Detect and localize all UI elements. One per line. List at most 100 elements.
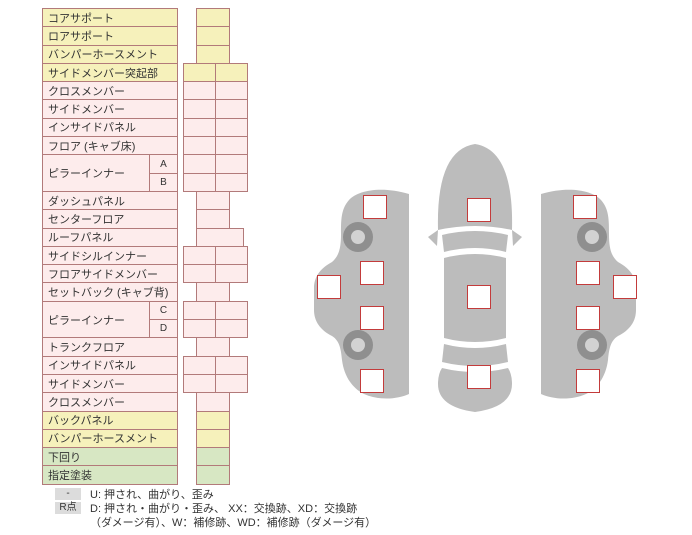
- part-label: ピラーインナー: [42, 300, 150, 339]
- damage-cell-area: [178, 117, 302, 138]
- damage-entry-cell[interactable]: [196, 337, 230, 357]
- checkpoint-left-lower-mid[interactable]: [360, 306, 384, 330]
- right-mirror-icon: [512, 230, 522, 246]
- damage-entry-cell[interactable]: [183, 81, 216, 101]
- legend-badge-dash: -: [55, 488, 81, 500]
- checkpoint-top-roof[interactable]: [467, 285, 491, 309]
- legend-text-u: U: 押され、曲がり、歪み: [90, 489, 214, 501]
- parts-row: トランクフロア: [42, 337, 302, 357]
- vehicle-diagram: [300, 135, 652, 425]
- checkpoint-left-upper-mid[interactable]: [360, 261, 384, 285]
- part-sub-label: A: [149, 154, 178, 174]
- damage-entry-cell[interactable]: [215, 264, 248, 284]
- damage-entry-cell[interactable]: [183, 264, 216, 284]
- checkpoint-right-top[interactable]: [573, 195, 597, 219]
- damage-entry-cell[interactable]: [196, 392, 230, 412]
- parts-row: セットバック (キャブ背): [42, 282, 302, 302]
- damage-entry-cell[interactable]: [196, 44, 230, 64]
- part-label: サイドメンバー: [42, 99, 178, 119]
- part-label: インサイドパネル: [42, 355, 178, 375]
- damage-entry-cell[interactable]: [183, 355, 216, 375]
- parts-row: フロア (キャブ床): [42, 136, 302, 156]
- checkpoint-right-lower-mid[interactable]: [576, 306, 600, 330]
- damage-entry-cell[interactable]: [196, 465, 230, 485]
- damage-entry-cell[interactable]: [215, 319, 248, 339]
- damage-entry-cell[interactable]: [196, 8, 230, 28]
- legend-badge-rpoint: R点: [55, 502, 81, 514]
- checkpoint-top-hood[interactable]: [467, 198, 491, 222]
- damage-entry-cell[interactable]: [183, 117, 216, 138]
- damage-entry-cell[interactable]: [183, 300, 216, 321]
- part-label: 指定塗装: [42, 465, 178, 485]
- parts-row: バックパネル: [42, 410, 302, 430]
- damage-cell-block: [196, 282, 230, 302]
- front-wheel-icon: [343, 222, 373, 252]
- damage-entry-cell[interactable]: [183, 62, 216, 83]
- damage-entry-cell[interactable]: [196, 26, 230, 46]
- parts-row: インサイドパネル: [42, 355, 302, 375]
- damage-entry-cell[interactable]: [183, 172, 216, 192]
- parts-row: 下回り: [42, 447, 302, 467]
- part-label: サイドメンバー突起部: [42, 62, 178, 83]
- checkpoint-right-outer[interactable]: [613, 275, 637, 299]
- parts-row: バンパーホースメント: [42, 44, 302, 64]
- damage-entry-cell[interactable]: [183, 136, 216, 156]
- part-label: センターフロア: [42, 209, 178, 229]
- damage-entry-cell[interactable]: [215, 245, 248, 266]
- parts-row: クロスメンバー: [42, 392, 302, 412]
- damage-cell-area: [178, 62, 302, 83]
- part-label: ピラーインナー: [42, 154, 150, 192]
- car-rear-window: [442, 344, 508, 366]
- damage-entry-cell[interactable]: [215, 355, 248, 375]
- part-label: バックパネル: [42, 410, 178, 430]
- car-hood: [437, 144, 513, 230]
- damage-code-legend: - U: 押され、曲がり、歪み R点 D: 押され・曲がり・歪み、 XX：交換跡…: [55, 487, 376, 529]
- damage-entry-cell[interactable]: [183, 319, 216, 339]
- damage-cell-block: [183, 319, 248, 339]
- parts-row: コアサポート: [42, 8, 302, 28]
- damage-entry-cell[interactable]: [215, 62, 248, 83]
- part-label: セットバック (キャブ背): [42, 282, 178, 302]
- legend-row: R点 D: 押され・曲がり・歪み、 XX：交換跡、XD：交換跡: [55, 501, 376, 515]
- checkpoint-left-bottom[interactable]: [360, 369, 384, 393]
- damage-entry-cell[interactable]: [215, 117, 248, 138]
- checkpoint-right-bottom[interactable]: [576, 369, 600, 393]
- checkpoint-top-trunk[interactable]: [467, 365, 491, 389]
- part-label: フロアサイドメンバー: [42, 264, 178, 284]
- car-side-body: [314, 189, 409, 399]
- checkpoint-left-top[interactable]: [363, 195, 387, 219]
- rear-wheel-icon: [343, 330, 373, 360]
- damage-entry-cell[interactable]: [196, 209, 230, 229]
- damage-cell-block: [196, 8, 230, 28]
- damage-cell-area: [178, 447, 302, 467]
- damage-cell-block: [196, 337, 230, 357]
- checkpoint-left-outer[interactable]: [317, 275, 341, 299]
- part-label: コアサポート: [42, 8, 178, 28]
- damage-entry-cell[interactable]: [215, 172, 248, 192]
- damage-cell-block: [183, 264, 248, 284]
- damage-entry-cell[interactable]: [183, 154, 216, 174]
- parts-row: ダッシュパネル: [42, 190, 302, 211]
- damage-entry-cell[interactable]: [215, 300, 248, 321]
- legend-row: - U: 押され、曲がり、歪み: [55, 487, 376, 501]
- damage-entry-cell[interactable]: [183, 373, 216, 394]
- damage-entry-cell[interactable]: [196, 190, 230, 211]
- damage-entry-cell[interactable]: [215, 99, 248, 119]
- damage-entry-cell[interactable]: [196, 282, 230, 302]
- damage-entry-cell[interactable]: [183, 245, 216, 266]
- checkpoint-right-upper-mid[interactable]: [576, 261, 600, 285]
- damage-entry-cell[interactable]: [196, 227, 244, 247]
- parts-row: インサイドパネル: [42, 117, 302, 138]
- damage-entry-cell[interactable]: [215, 154, 248, 174]
- damage-entry-cell[interactable]: [215, 81, 248, 101]
- damage-cell-area: [178, 26, 302, 46]
- damage-entry-cell[interactable]: [196, 428, 230, 449]
- damage-entry-cell[interactable]: [183, 99, 216, 119]
- damage-entry-cell[interactable]: [215, 136, 248, 156]
- damage-entry-cell[interactable]: [215, 373, 248, 394]
- part-label: インサイドパネル: [42, 117, 178, 138]
- damage-cell-block: [183, 81, 248, 101]
- damage-entry-cell[interactable]: [196, 410, 230, 430]
- damage-entry-cell[interactable]: [196, 447, 230, 467]
